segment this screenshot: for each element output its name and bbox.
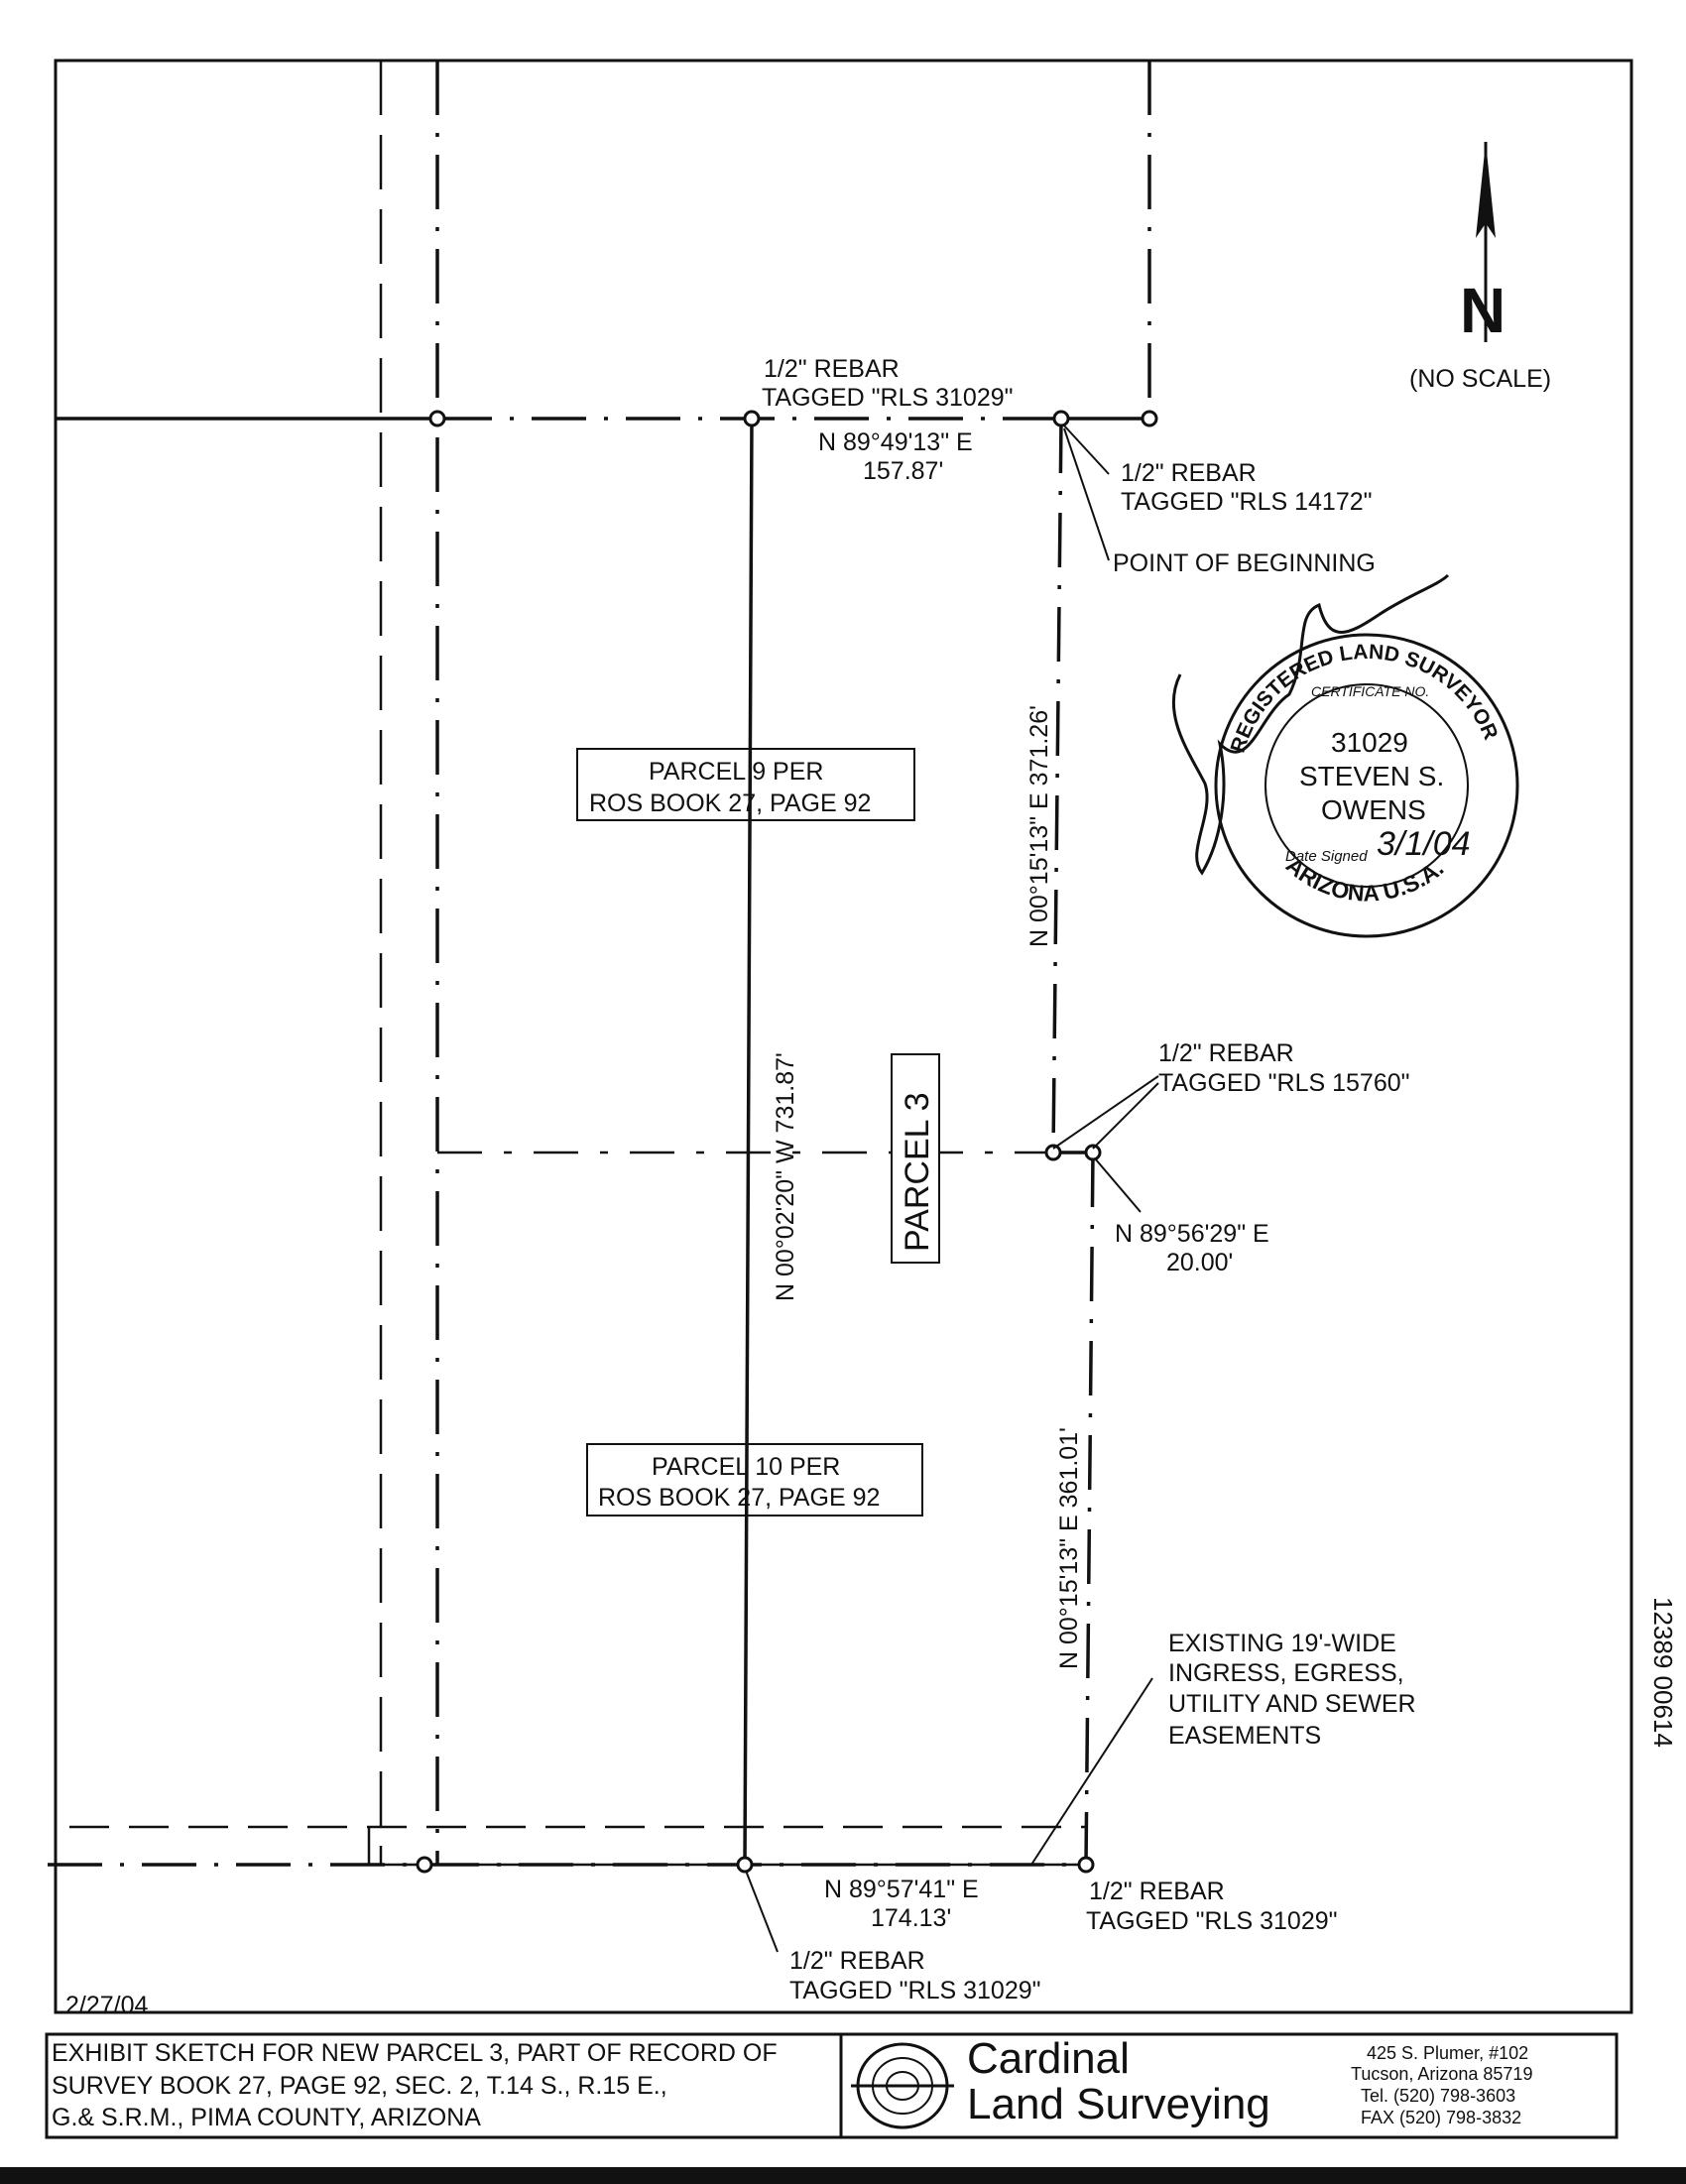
leader-lines [745,424,1159,1953]
title-line2: SURVEY BOOK 27, PAGE 92, SEC. 2, T.14 S.… [52,2072,667,2100]
rebar-mid-line1: 1/2" REBAR [1158,1039,1294,1067]
west-line-bearing: N 00°02'20" W 731.87' [772,1052,799,1301]
signature [1171,573,1450,876]
company-logo [851,2042,954,2129]
east-upper-bearing: N 00°15'13" E 371.26' [1025,705,1053,947]
seal-cert: CERTIFICATE NO. [1311,683,1429,699]
seal-number: 31029 [1331,727,1408,758]
surveyor-seal: REGISTERED LAND SURVEYOR ARIZONA U.S.A. … [1171,573,1519,938]
seal-date-signed: 3/1/04 [1377,825,1471,863]
survey-labels: 1/2" REBAR TAGGED "RLS 31029" N 89°49'13… [65,355,1678,2019]
parcel9-line1: PARCEL 9 PER [649,758,823,786]
pob-label: POINT OF BEGINNING [1113,549,1376,577]
rebar-se-line1: 1/2" REBAR [1089,1878,1225,1905]
monument-sw-ease [416,1856,433,1874]
rebar-pob-line1: 1/2" REBAR [1121,459,1257,487]
parcel3-label: PARCEL 3 [899,1092,936,1252]
title-line1: EXHIBIT SKETCH FOR NEW PARCEL 3, PART OF… [52,2039,778,2067]
rebar-mid-line2: TAGGED "RLS 15760" [1158,1069,1410,1097]
rebar-sw-line1: 1/2" REBAR [789,1947,925,1975]
monument-pob [1052,410,1070,427]
parcel9-line2: ROS BOOK 27, PAGE 92 [589,789,871,817]
parcel-boundary [56,417,1149,1866]
title-block: EXHIBIT SKETCH FOR NEW PARCEL 3, PART OF… [45,2032,1619,2139]
address-2: Tucson, Arizona 85719 [1351,2064,1532,2084]
document-number: 12389 00614 [1648,1597,1678,1748]
parcel10-line2: ROS BOOK 27, PAGE 92 [598,1484,880,1512]
no-scale-note: (NO SCALE) [1409,365,1551,393]
sketch-date: 2/27/04 [65,1992,149,2019]
monument-south [736,1856,754,1874]
parcel9-box [576,748,915,821]
seal-name-1: STEVEN S. [1299,761,1444,791]
monument-se [1077,1856,1095,1874]
monuments [416,410,1158,1874]
monument-ne [1141,410,1158,427]
south-bearing: N 89°57'41" E [824,1876,979,1903]
easement-line1: EXISTING 19'-WIDE [1168,1630,1396,1657]
rebar-sw-line2: TAGGED "RLS 31029" [789,1977,1041,2004]
rebar-se-line2: TAGGED "RLS 31029" [1086,1907,1338,1935]
easement-line2: INGRESS, EGRESS, [1168,1659,1404,1687]
seal-date-label: Date Signed [1285,848,1368,865]
rebar-pob-line2: TAGGED "RLS 14172" [1121,488,1373,516]
parcel10-box [586,1443,923,1517]
parcel10-line1: PARCEL 10 PER [652,1453,840,1481]
north-letter: N [1460,275,1505,346]
parcel3-box [891,1053,940,1264]
monument-nw [428,410,446,427]
fax: FAX (520) 798-3832 [1361,2108,1521,2127]
easement-lines [48,61,1151,1867]
east-lower-bearing: N 00°15'13" E 361.01' [1055,1427,1083,1669]
title-line3: G.& S.R.M., PIMA COUNTY, ARIZONA [52,2104,481,2131]
south-distance: 174.13' [871,1904,951,1932]
jog-bearing: N 89°56'29" E [1115,1220,1269,1248]
north-bearing: N 89°49'13" E [818,428,973,456]
rebar-top-line2: TAGGED "RLS 31029" [762,384,1014,412]
monument-jog [1084,1144,1102,1161]
sheet-border [54,59,1633,2014]
rebar-top-line1: 1/2" REBAR [764,355,900,383]
phone: Tel. (520) 798-3603 [1361,2086,1515,2106]
monument-north [743,410,761,427]
north-distance: 157.87' [863,457,943,485]
north-arrow: N (NO SCALE) [1409,142,1551,393]
easement-line4: EASEMENTS [1168,1722,1321,1750]
seal-name-2: OWENS [1321,794,1426,825]
monument-mid [1044,1144,1062,1161]
company-name-2: Land Surveying [967,2080,1270,2128]
easement-line3: UTILITY AND SEWER [1168,1690,1416,1718]
company-name-1: Cardinal [967,2034,1130,2083]
jog-distance: 20.00' [1166,1249,1233,1276]
scan-edge-band [0,2167,1686,2184]
address-1: 425 S. Plumer, #102 [1367,2043,1528,2063]
